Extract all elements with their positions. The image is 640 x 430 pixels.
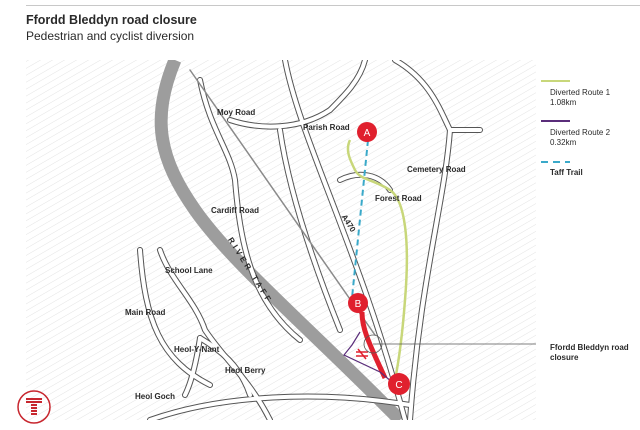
label-cemetery-road: Cemetery Road xyxy=(407,165,466,174)
label-heol-goch: Heol Goch xyxy=(135,392,175,401)
label-parish-road: Parish Road xyxy=(303,123,350,132)
svg-text:A: A xyxy=(364,128,371,139)
river-taff xyxy=(154,60,405,420)
map-background xyxy=(26,60,536,420)
road-closure-segment xyxy=(359,311,388,380)
legend-route1: Diverted Route 1 1.08km xyxy=(550,88,610,108)
svg-text:B: B xyxy=(355,299,362,310)
legend-route2-name: Diverted Route 2 xyxy=(550,128,611,137)
header-divider xyxy=(26,5,640,6)
label-forest-road: Forest Road xyxy=(375,194,422,203)
taff-trail xyxy=(351,139,369,299)
label-moy-road: Moy Road xyxy=(217,108,255,117)
label-school-lane: School Lane xyxy=(165,266,213,275)
legend-taff-name: Taff Trail xyxy=(550,168,583,177)
svg-text:C: C xyxy=(395,380,402,391)
marker-b: B xyxy=(348,293,368,313)
rail-station-icon xyxy=(356,348,368,360)
marker-c: C xyxy=(388,373,410,395)
label-heol-y-nant: Heol-Y-Nant xyxy=(174,345,220,354)
legend-taff-trail: Taff Trail xyxy=(550,168,583,178)
diverted-route-1 xyxy=(346,139,409,381)
label-main-road: Main Road xyxy=(125,308,166,317)
legend-route1-distance: 1.08km xyxy=(550,98,577,107)
diverted-route-2 xyxy=(343,331,393,383)
page-subtitle: Pedestrian and cyclist diversion xyxy=(26,29,195,43)
legend-route2-distance: 0.32km xyxy=(550,138,577,147)
legend-route2: Diverted Route 2 0.32km xyxy=(550,128,610,148)
legend-route1-name: Diverted Route 1 xyxy=(550,88,611,97)
label-cardiff-road: Cardiff Road xyxy=(211,206,259,215)
closure-callout: Ffordd Bleddyn road closure xyxy=(550,343,629,362)
marker-a: A xyxy=(357,122,377,142)
label-heol-berry: Heol Berry xyxy=(225,366,266,375)
page-title: Ffordd Bleddyn road closure xyxy=(26,13,197,27)
transport-t-logo-icon xyxy=(17,390,51,424)
